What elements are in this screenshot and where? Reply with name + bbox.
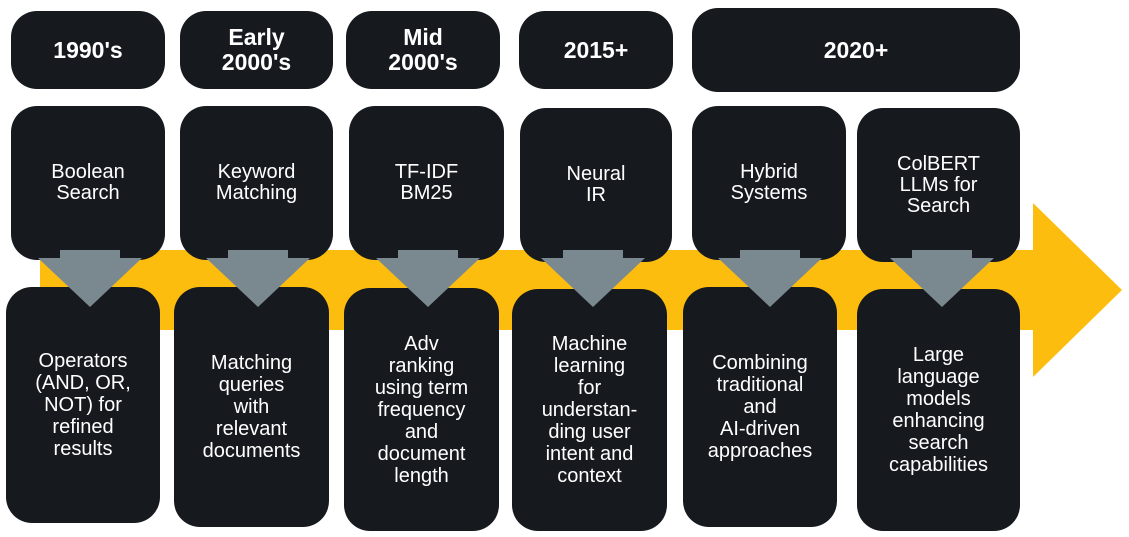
description-label: Large language models enhancing search c… — [889, 344, 988, 476]
era-box-1990s: 1990's — [11, 11, 165, 89]
description-box-3: Adv ranking using term frequency and doc… — [344, 288, 499, 531]
description-label: Matching queries with relevant documents — [202, 352, 301, 462]
technique-box-keyword-matching: Keyword Matching — [180, 106, 333, 260]
description-box-1: Operators (AND, OR, NOT) for refined res… — [6, 287, 160, 523]
technique-label: Boolean Search — [51, 161, 125, 204]
era-label: 2020+ — [823, 36, 889, 63]
description-box-6: Large language models enhancing search c… — [857, 289, 1020, 531]
era-box-mid-2000s: Mid 2000's — [346, 11, 500, 89]
era-label: 2015+ — [563, 36, 629, 63]
era-label: Early 2000's — [221, 24, 292, 75]
description-label: Adv ranking using term frequency and doc… — [374, 332, 469, 487]
description-label: Combining traditional and AI-driven appr… — [707, 352, 813, 462]
era-box-early-2000s: Early 2000's — [180, 11, 333, 89]
era-box-2020: 2020+ — [692, 8, 1020, 92]
down-pointer-icon — [376, 250, 480, 307]
era-label: 1990's — [53, 36, 123, 63]
technique-label: ColBERT LLMs for Search — [897, 152, 980, 217]
down-pointer-icon — [541, 250, 645, 307]
technique-box-colbert-llms: ColBERT LLMs for Search — [857, 108, 1020, 262]
technique-label: Hybrid Systems — [730, 161, 808, 204]
technique-label: Neural IR — [566, 163, 626, 206]
technique-box-tfidf-bm25: TF-IDF BM25 — [349, 106, 504, 260]
technique-box-hybrid-systems: Hybrid Systems — [692, 106, 846, 260]
technique-label: TF-IDF BM25 — [394, 161, 459, 204]
technique-box-neural-ir: Neural IR — [520, 108, 672, 262]
era-box-2015: 2015+ — [519, 11, 673, 89]
description-label: Operators (AND, OR, NOT) for refined res… — [35, 350, 131, 460]
down-pointer-icon — [206, 250, 310, 307]
technique-box-boolean-search: Boolean Search — [11, 106, 165, 260]
description-box-2: Matching queries with relevant documents — [174, 287, 329, 527]
down-pointer-icon — [718, 250, 822, 307]
description-box-5: Combining traditional and AI-driven appr… — [683, 287, 837, 527]
down-pointer-icon — [38, 250, 142, 307]
technique-label: Keyword Matching — [215, 161, 298, 204]
era-label: Mid 2000's — [388, 24, 458, 75]
description-box-4: Machine learning for understan- ding use… — [512, 289, 667, 531]
description-label: Machine learning for understan- ding use… — [541, 333, 638, 487]
down-pointer-icon — [890, 250, 994, 307]
